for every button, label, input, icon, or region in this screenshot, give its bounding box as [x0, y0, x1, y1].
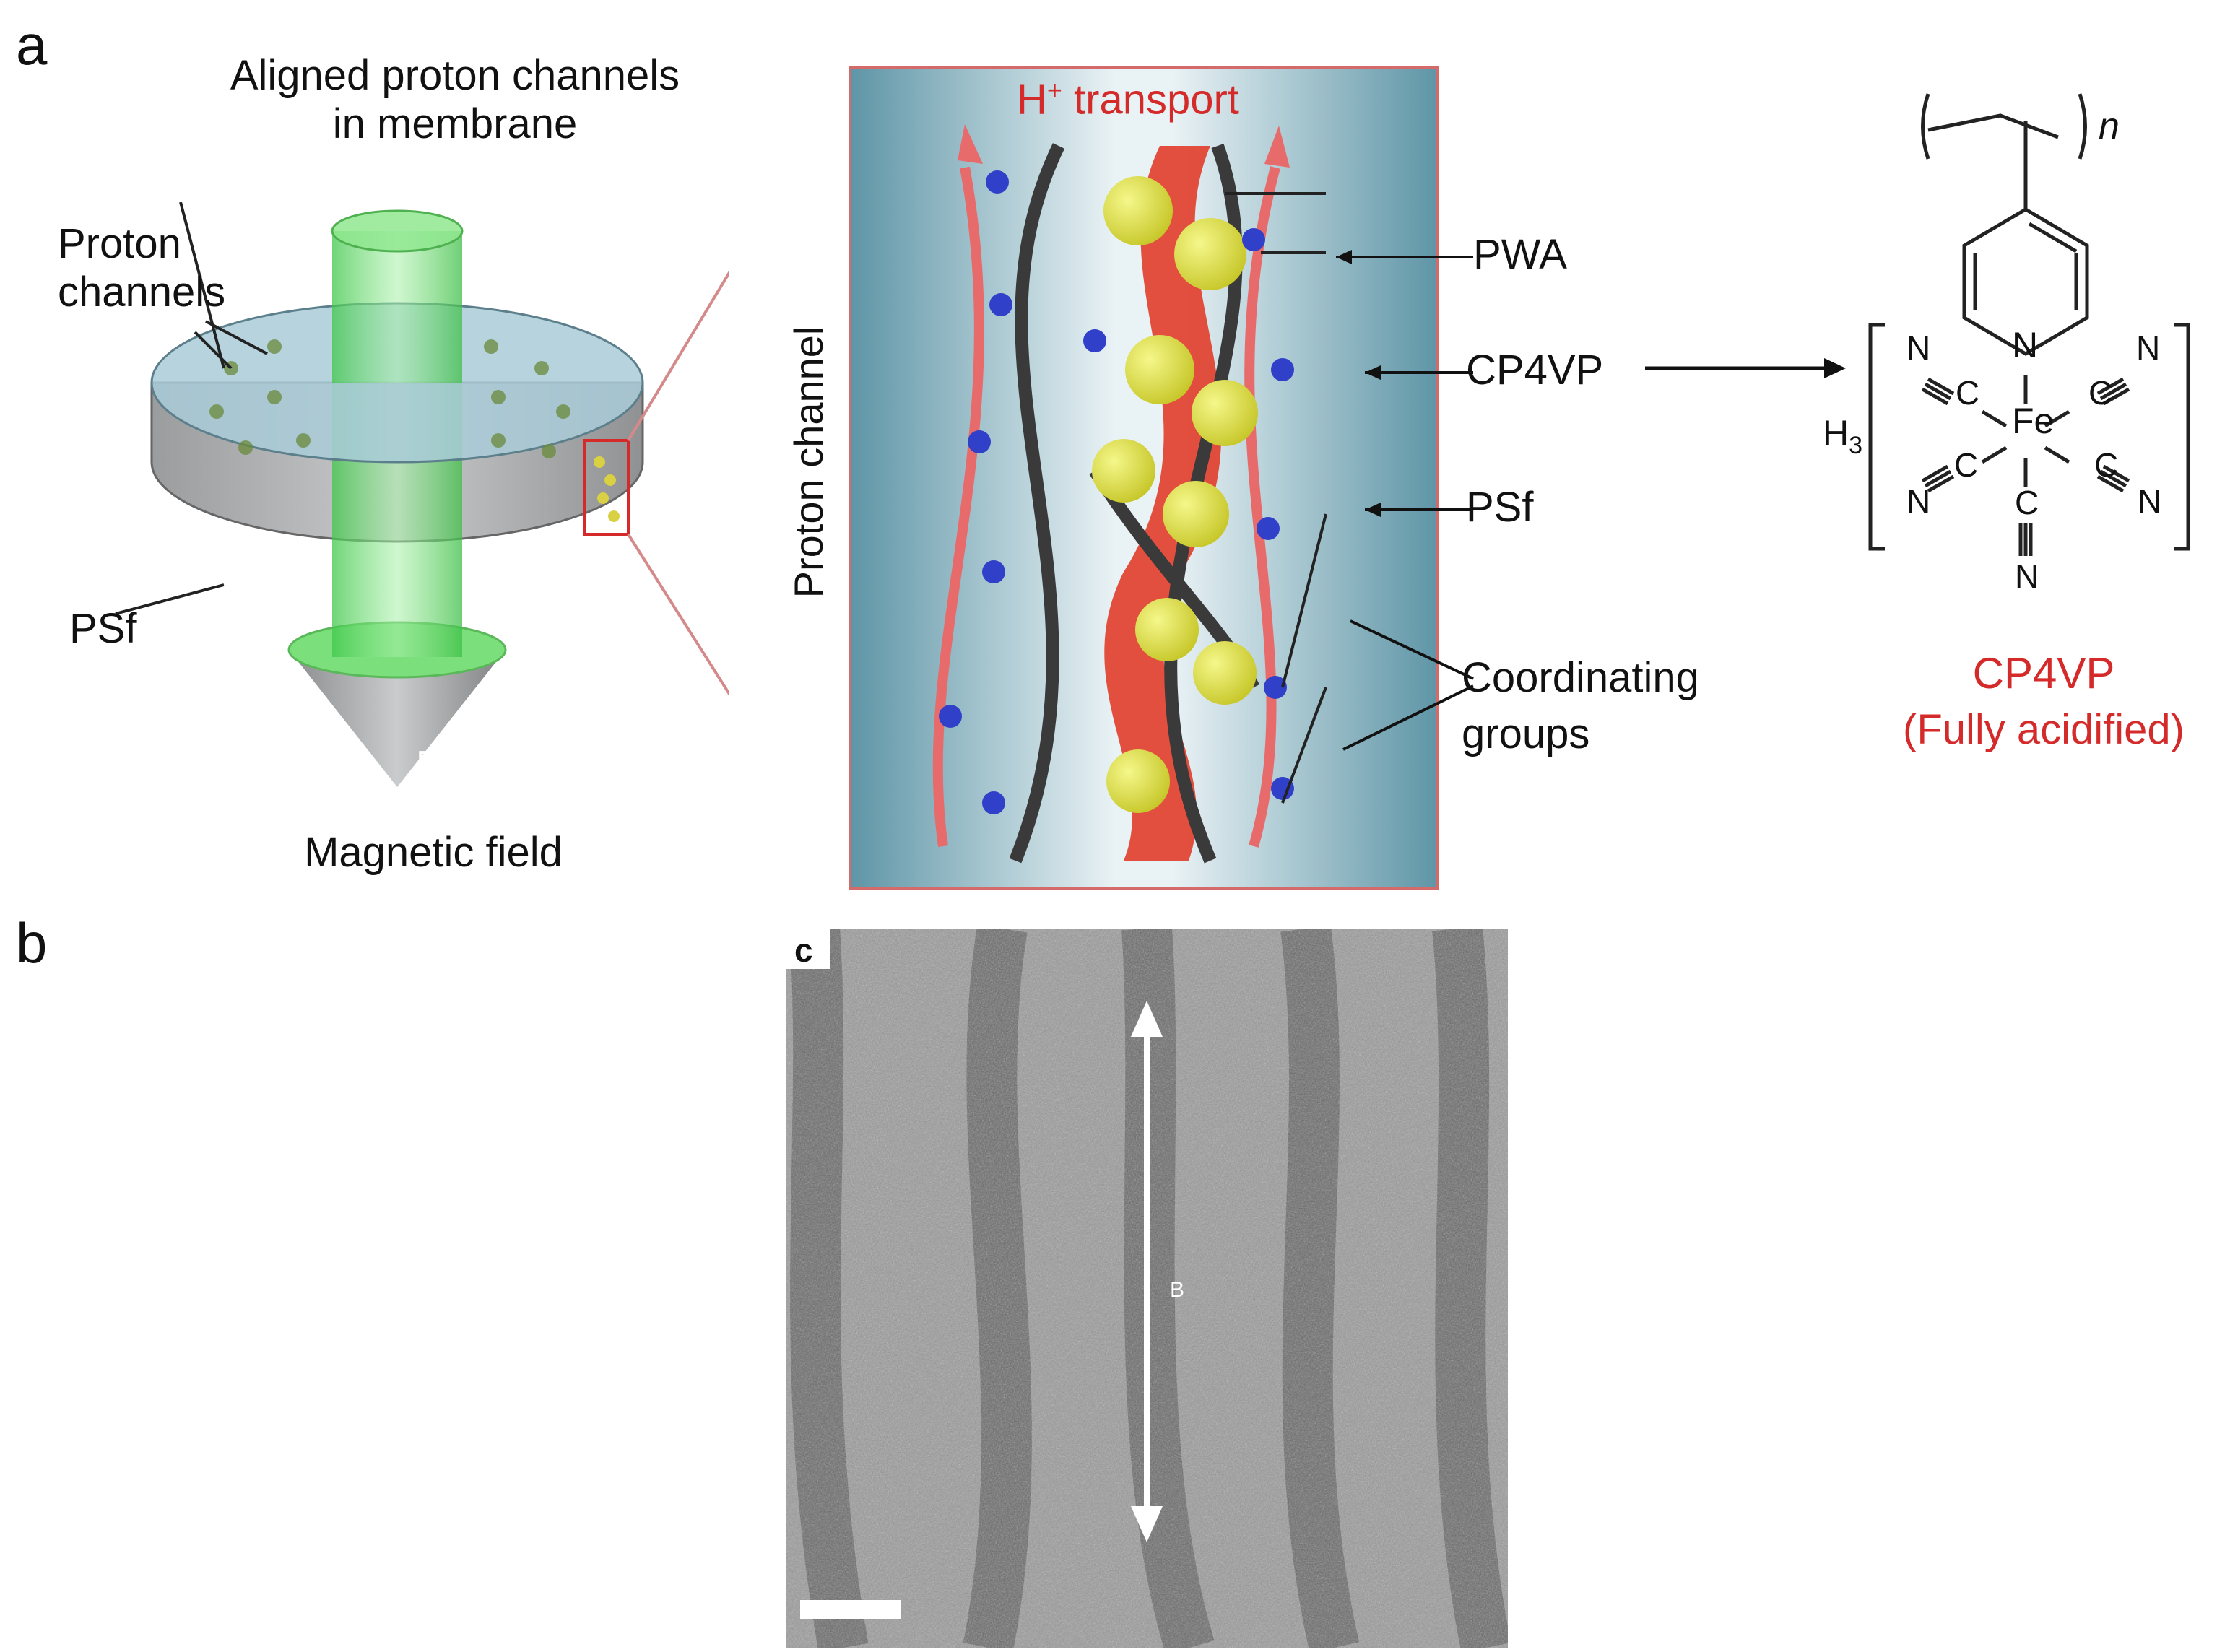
membrane-illustration [115, 202, 729, 787]
proton-channels-arrow-1 [179, 202, 225, 369]
magnetic-field-label: Magnetic field [304, 829, 563, 876]
micrograph-b-label: B [1170, 1278, 1185, 1302]
ligand-n-2: N [2136, 329, 2161, 367]
ligand-n-5: N [2015, 557, 2039, 595]
psf-arrow [115, 583, 225, 615]
ligand-c-2: C [2088, 374, 2113, 412]
repeat-n: n [2099, 105, 2120, 147]
proton-channel-zoom [849, 66, 1439, 890]
scale-bar [800, 1600, 901, 1619]
ligand-groups [939, 170, 1294, 814]
panel-label-a: a [16, 13, 48, 77]
ligand-n-3: N [1906, 482, 1931, 520]
channel-label-arrows [1336, 250, 1474, 751]
membrane-psf-label: PSf [69, 605, 137, 652]
cp4vp-label: CP4VP [1466, 347, 1604, 394]
membrane-title: Aligned proton channels in membrane [230, 52, 680, 147]
fe-center: Fe [2012, 401, 2055, 441]
ligand-n-4: N [2138, 482, 2162, 520]
ligand-c-3: C [1954, 446, 1979, 484]
ligand-n-1: N [1906, 329, 1931, 367]
structure-name: CP4VP [1972, 649, 2115, 697]
pwa-label: PWA [1473, 231, 1567, 278]
panel-label-c: c [794, 931, 813, 969]
h-transport-label: H+ transport [1017, 75, 1239, 123]
h3-label: H3 [1823, 413, 1863, 459]
ligand-c-5: C [2015, 484, 2039, 521]
ligand-c-1: C [1956, 374, 1980, 412]
panel-label-b: b [16, 911, 48, 975]
proton-channel-vertical-label: Proton channel [785, 326, 831, 599]
inset-highlight-box [583, 439, 630, 536]
transport-arrow-left [932, 166, 984, 847]
structure-note: (Fully acidified) [1903, 706, 2185, 753]
backbone-1 [1009, 143, 1065, 864]
coordinating-groups-label: Coordinating groups [1462, 654, 1699, 758]
coordinating-arrow-1 [1281, 513, 1327, 688]
cp4vp-structure [1868, 93, 2190, 556]
channel-dots [209, 339, 570, 458]
channel-psf-label: PSf [1466, 484, 1534, 531]
pwa-spheres [1092, 176, 1258, 813]
tem-micrograph [786, 929, 1508, 1648]
cone-b-label: B [416, 744, 441, 786]
cone-arrow [289, 650, 506, 787]
proton-channels-arrow-2 [205, 320, 268, 355]
pwa-core [1104, 146, 1222, 861]
pyridine-n: N [2012, 325, 2039, 365]
cp4vp-to-structure-arrow [1645, 358, 1846, 378]
coordinating-arrow-2 [1281, 687, 1327, 804]
ligand-c-4: C [2094, 446, 2119, 484]
proton-channels-label: Proton channels [58, 220, 226, 316]
